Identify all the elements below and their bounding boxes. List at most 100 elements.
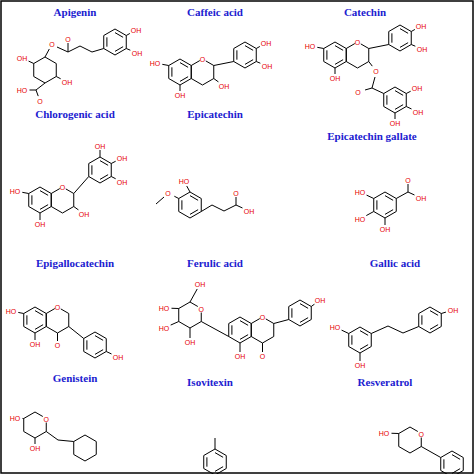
atom-label: O bbox=[49, 41, 55, 48]
substituent-bond bbox=[100, 150, 101, 157]
double-bond bbox=[430, 325, 438, 330]
compound-name: Epicatechin bbox=[187, 109, 243, 120]
substituent-bond bbox=[35, 438, 36, 444]
double-bond bbox=[206, 457, 207, 466]
double-bond bbox=[376, 200, 377, 209]
double-bond bbox=[171, 67, 172, 76]
ring-bond bbox=[191, 59, 214, 85]
atom-label: OH bbox=[116, 179, 128, 186]
ring-bond bbox=[234, 42, 257, 68]
ring-bond bbox=[229, 317, 252, 343]
atom-label: OH bbox=[218, 83, 230, 90]
ring-bond bbox=[251, 317, 274, 343]
atom-label: HO bbox=[178, 178, 190, 185]
atom-label: OH bbox=[416, 46, 428, 53]
ring-bond bbox=[441, 451, 464, 474]
ring-bond bbox=[104, 29, 127, 55]
substituent-bond bbox=[22, 192, 28, 193]
compound-name: Ferulic acid bbox=[187, 258, 243, 269]
substituent-bond bbox=[311, 304, 314, 306]
double-bond bbox=[35, 325, 43, 330]
substituent-bond bbox=[391, 433, 398, 434]
substituent-bond bbox=[57, 333, 58, 341]
substituent-bond bbox=[126, 33, 130, 35]
substituent-bond bbox=[341, 330, 348, 333]
atom-label: O bbox=[373, 68, 379, 75]
substituent-bond bbox=[35, 333, 36, 340]
double-bond bbox=[335, 46, 343, 51]
compound-name: Genistein bbox=[53, 373, 98, 384]
double-bond bbox=[395, 91, 403, 96]
double-bond bbox=[40, 205, 48, 210]
substituent-bond bbox=[45, 49, 49, 57]
atom-label: OH bbox=[112, 354, 124, 361]
ring-bond bbox=[389, 25, 412, 51]
atom-label: OH bbox=[243, 208, 255, 215]
atom-label: OH bbox=[174, 92, 186, 99]
substituent-bond bbox=[111, 161, 115, 163]
compound-name: Chlorogenic acid bbox=[35, 109, 115, 120]
single-bond bbox=[74, 177, 89, 194]
atom-label: HO bbox=[378, 430, 390, 437]
compound-name: Gallic acid bbox=[370, 258, 420, 269]
substituent-bond bbox=[174, 196, 178, 198]
double-bond bbox=[421, 315, 422, 324]
double-bond bbox=[335, 60, 343, 65]
substituent-bond bbox=[30, 90, 37, 91]
substituent-bond bbox=[256, 46, 260, 48]
double-bond bbox=[400, 43, 408, 48]
compound-name: Apigenin bbox=[54, 7, 97, 18]
atom-label: HO bbox=[158, 325, 170, 332]
double-bond bbox=[395, 105, 403, 110]
substituent-bond bbox=[408, 184, 409, 192]
double-bond bbox=[95, 336, 103, 341]
atom-label: OH bbox=[29, 445, 41, 452]
atom-label: HO bbox=[9, 415, 21, 422]
double-bond bbox=[180, 77, 188, 82]
substituent-bond bbox=[214, 79, 219, 82]
atom-label: OH bbox=[94, 143, 106, 150]
double-bond bbox=[391, 33, 392, 42]
substituent-bond bbox=[256, 62, 260, 64]
atom-label: O bbox=[418, 430, 424, 437]
double-bond bbox=[240, 321, 248, 326]
atom-label: OH bbox=[354, 362, 366, 369]
substituent-bond bbox=[28, 61, 33, 63]
substituent-bond bbox=[22, 418, 23, 419]
substituent-bond bbox=[162, 64, 168, 65]
substituent-bond bbox=[18, 312, 23, 313]
substituent-bond bbox=[395, 113, 396, 119]
ring-bond bbox=[74, 435, 97, 461]
atom-label: O bbox=[259, 353, 265, 360]
compound-name: Caffeic acid bbox=[187, 7, 243, 18]
atom-label: OH bbox=[130, 27, 142, 34]
atom-label: O bbox=[165, 190, 171, 197]
substituent-bond bbox=[171, 308, 178, 309]
atom-label: O bbox=[54, 304, 60, 311]
ring-bond bbox=[346, 42, 369, 68]
substituent-bond bbox=[366, 212, 374, 216]
single-bond bbox=[214, 62, 234, 66]
atom-label: HO bbox=[5, 308, 17, 315]
ring-bond bbox=[349, 327, 372, 353]
atom-label: HO bbox=[354, 216, 366, 223]
atom-label: OH bbox=[415, 195, 427, 202]
atom-label: HO bbox=[329, 324, 341, 331]
substituent-bond bbox=[111, 177, 115, 179]
double-bond bbox=[100, 161, 108, 166]
atom-label: O bbox=[43, 415, 49, 422]
substituent-bond bbox=[236, 205, 242, 208]
ring-bond bbox=[84, 332, 107, 358]
double-bond bbox=[245, 60, 253, 65]
double-bond bbox=[86, 340, 87, 349]
double-bond bbox=[190, 196, 198, 201]
double-bond bbox=[245, 46, 253, 51]
substituent-bond bbox=[335, 68, 336, 74]
single-bond bbox=[201, 322, 228, 337]
ring-bond bbox=[34, 57, 57, 83]
single-bond bbox=[46, 432, 73, 442]
ring-bond bbox=[374, 192, 397, 218]
ring-bond bbox=[169, 59, 192, 85]
single-bond bbox=[69, 327, 84, 339]
